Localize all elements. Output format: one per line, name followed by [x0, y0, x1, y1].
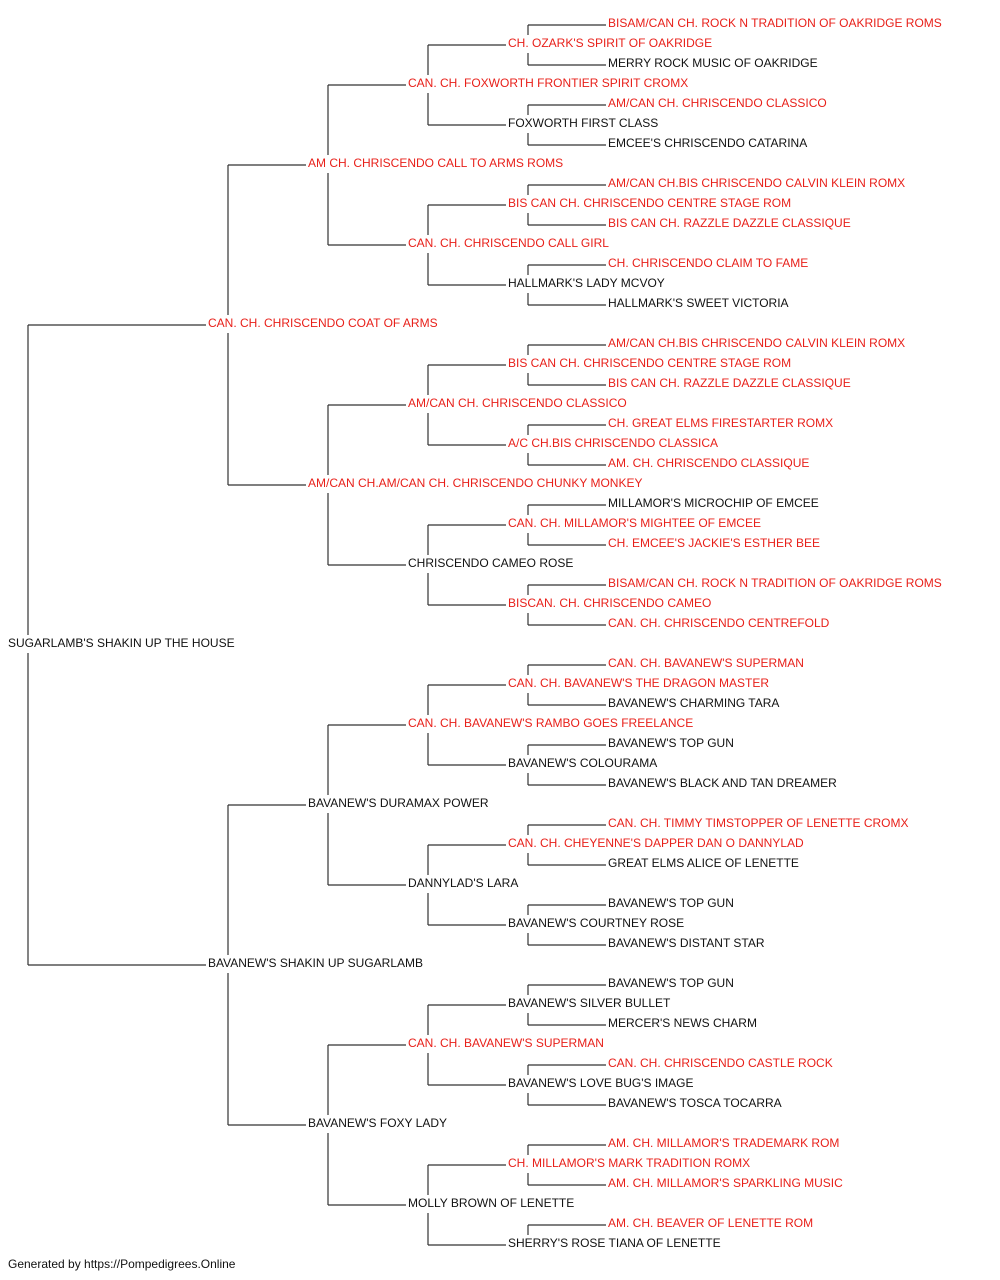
dog-name-root-s-d: AM/CAN CH.AM/CAN CH. CHRISCENDO CHUNKY M…: [308, 476, 642, 490]
dog-name-root-d-d-d-s: CH. MILLAMOR'S MARK TRADITION ROMX: [508, 1156, 750, 1170]
dog-name-root-s-d-s: AM/CAN CH. CHRISCENDO CLASSICO: [408, 396, 627, 410]
dog-name-root-s-d-s-d-d: AM. CH. CHRISCENDO CLASSIQUE: [608, 456, 809, 470]
dog-name-root-d-d: BAVANEW'S FOXY LADY: [308, 1116, 447, 1130]
dog-name-root-d-d-s-s-s: BAVANEW'S TOP GUN: [608, 976, 734, 990]
dog-name-root-d-s-s-d: BAVANEW'S COLOURAMA: [508, 756, 657, 770]
dog-name-root-d-s-s-s-d: BAVANEW'S CHARMING TARA: [608, 696, 779, 710]
dog-name-root-s-d-d: CHRISCENDO CAMEO ROSE: [408, 556, 573, 570]
dog-name-root-d: BAVANEW'S SHAKIN UP SUGARLAMB: [208, 956, 423, 970]
dog-name-root-s-d-d-s-s: MILLAMOR'S MICROCHIP OF EMCEE: [608, 496, 819, 510]
dog-name-root-s-s-s-d-s: AM/CAN CH. CHRISCENDO CLASSICO: [608, 96, 827, 110]
dog-name-root-d-d-d: MOLLY BROWN OF LENETTE: [408, 1196, 574, 1210]
dog-name-root-d-s-d-d-s: BAVANEW'S TOP GUN: [608, 896, 734, 910]
dog-name-root-d-d-d-s-s: AM. CH. MILLAMOR'S TRADEMARK ROM: [608, 1136, 839, 1150]
dog-name-root-s-d-s-s-s: AM/CAN CH.BIS CHRISCENDO CALVIN KLEIN RO…: [608, 336, 905, 350]
dog-name-root-d-s-s-s-s: CAN. CH. BAVANEW'S SUPERMAN: [608, 656, 804, 670]
dog-name-root-s: CAN. CH. CHRISCENDO COAT OF ARMS: [208, 316, 438, 330]
pedigree-names: SUGARLAMB'S SHAKIN UP THE HOUSE CAN. CH. …: [8, 16, 942, 1250]
pedigree-tree: SUGARLAMB'S SHAKIN UP THE HOUSE CAN. CH. …: [8, 16, 942, 1250]
dog-name-root-s-d-s-d: A/C CH.BIS CHRISCENDO CLASSICA: [508, 436, 718, 450]
dog-name-root-s-s-d-s-s: AM/CAN CH.BIS CHRISCENDO CALVIN KLEIN RO…: [608, 176, 905, 190]
dog-name-root-d-s-d-s-s: CAN. CH. TIMMY TIMSTOPPER OF LENETTE CRO…: [608, 816, 908, 830]
dog-name-root-d-s-s-d-s: BAVANEW'S TOP GUN: [608, 736, 734, 750]
dog-name-root-s-s-d-d-s: CH. CHRISCENDO CLAIM TO FAME: [608, 256, 808, 270]
dog-name-root-d-d-s: CAN. CH. BAVANEW'S SUPERMAN: [408, 1036, 604, 1050]
pedigree-connector-lines: [27, 24, 606, 1246]
dog-name-root-s-s-s-s: CH. OZARK'S SPIRIT OF OAKRIDGE: [508, 36, 712, 50]
dog-name-root-s-d-d-d: BISCAN. CH. CHRISCENDO CAMEO: [508, 596, 711, 610]
dog-name-root-s-s-s-d: FOXWORTH FIRST CLASS: [508, 116, 658, 130]
dog-name-root-d-s-d-d: BAVANEW'S COURTNEY ROSE: [508, 916, 684, 930]
dog-name-root-s-s-s-d-d: EMCEE'S CHRISCENDO CATARINA: [608, 136, 807, 150]
dog-name-root: SUGARLAMB'S SHAKIN UP THE HOUSE: [8, 636, 235, 650]
dog-name-root-s-d-d-d-s: BISAM/CAN CH. ROCK N TRADITION OF OAKRID…: [608, 576, 942, 590]
dog-name-root-s-d-s-s-d: BIS CAN CH. RAZZLE DAZZLE CLASSIQUE: [608, 376, 851, 390]
dog-name-root-s-d-d-d-d: CAN. CH. CHRISCENDO CENTREFOLD: [608, 616, 830, 630]
dog-name-root-s-s-s-s-s: BISAM/CAN CH. ROCK N TRADITION OF OAKRID…: [608, 16, 942, 30]
dog-name-root-d-s-d-d-d: BAVANEW'S DISTANT STAR: [608, 936, 765, 950]
dog-name-root-d-d-s-s: BAVANEW'S SILVER BULLET: [508, 996, 671, 1010]
dog-name-root-s-s-s: CAN. CH. FOXWORTH FRONTIER SPIRIT CROMX: [408, 76, 688, 90]
dog-name-root-s-d-s-s: BIS CAN CH. CHRISCENDO CENTRE STAGE ROM: [508, 356, 791, 370]
dog-name-root-s-d-d-s: CAN. CH. MILLAMOR'S MIGHTEE OF EMCEE: [508, 516, 761, 530]
dog-name-root-s-d-s-d-s: CH. GREAT ELMS FIRESTARTER ROMX: [608, 416, 833, 430]
dog-name-root-d-s-d-s-d: GREAT ELMS ALICE OF LENETTE: [608, 856, 799, 870]
dog-name-root-d-d-d-d: SHERRY'S ROSE TIANA OF LENETTE: [508, 1236, 721, 1250]
dog-name-root-s-s-d-d: HALLMARK'S LADY MCVOY: [508, 276, 665, 290]
dog-name-root-d-d-s-d-s: CAN. CH. CHRISCENDO CASTLE ROCK: [608, 1056, 833, 1070]
dog-name-root-s-s-d-d-d: HALLMARK'S SWEET VICTORIA: [608, 296, 789, 310]
dog-name-root-d-d-s-d-d: BAVANEW'S TOSCA TOCARRA: [608, 1096, 782, 1110]
dog-name-root-d-s-d: DANNYLAD'S LARA: [408, 876, 518, 890]
dog-name-root-s-s-s-s-d: MERRY ROCK MUSIC OF OAKRIDGE: [608, 56, 818, 70]
dog-name-root-s-d-d-s-d: CH. EMCEE'S JACKIE'S ESTHER BEE: [608, 536, 820, 550]
dog-name-root-d-s-s: CAN. CH. BAVANEW'S RAMBO GOES FREELANCE: [408, 716, 693, 730]
dog-name-root-d-s: BAVANEW'S DURAMAX POWER: [308, 796, 489, 810]
dog-name-root-s-s-d: CAN. CH. CHRISCENDO CALL GIRL: [408, 236, 609, 250]
dog-name-root-d-s-s-s: CAN. CH. BAVANEW'S THE DRAGON MASTER: [508, 676, 769, 690]
dog-name-root-s-s-d-s-d: BIS CAN CH. RAZZLE DAZZLE CLASSIQUE: [608, 216, 851, 230]
dog-name-root-d-d-d-s-d: AM. CH. MILLAMOR'S SPARKLING MUSIC: [608, 1176, 843, 1190]
dog-name-root-d-s-d-s: CAN. CH. CHEYENNE'S DAPPER DAN O DANNYLA…: [508, 836, 804, 850]
dog-name-root-s-s: AM CH. CHRISCENDO CALL TO ARMS ROMS: [308, 156, 563, 170]
dog-name-root-s-s-d-s: BIS CAN CH. CHRISCENDO CENTRE STAGE ROM: [508, 196, 791, 210]
dog-name-root-d-d-s-d: BAVANEW'S LOVE BUG'S IMAGE: [508, 1076, 694, 1090]
dog-name-root-d-d-d-d-s: AM. CH. BEAVER OF LENETTE ROM: [608, 1216, 813, 1230]
generated-by-footer: Generated by https://Pompedigrees.Online: [8, 1257, 236, 1271]
dog-name-root-d-d-s-s-d: MERCER'S NEWS CHARM: [608, 1016, 757, 1030]
dog-name-root-d-s-s-d-d: BAVANEW'S BLACK AND TAN DREAMER: [608, 776, 837, 790]
